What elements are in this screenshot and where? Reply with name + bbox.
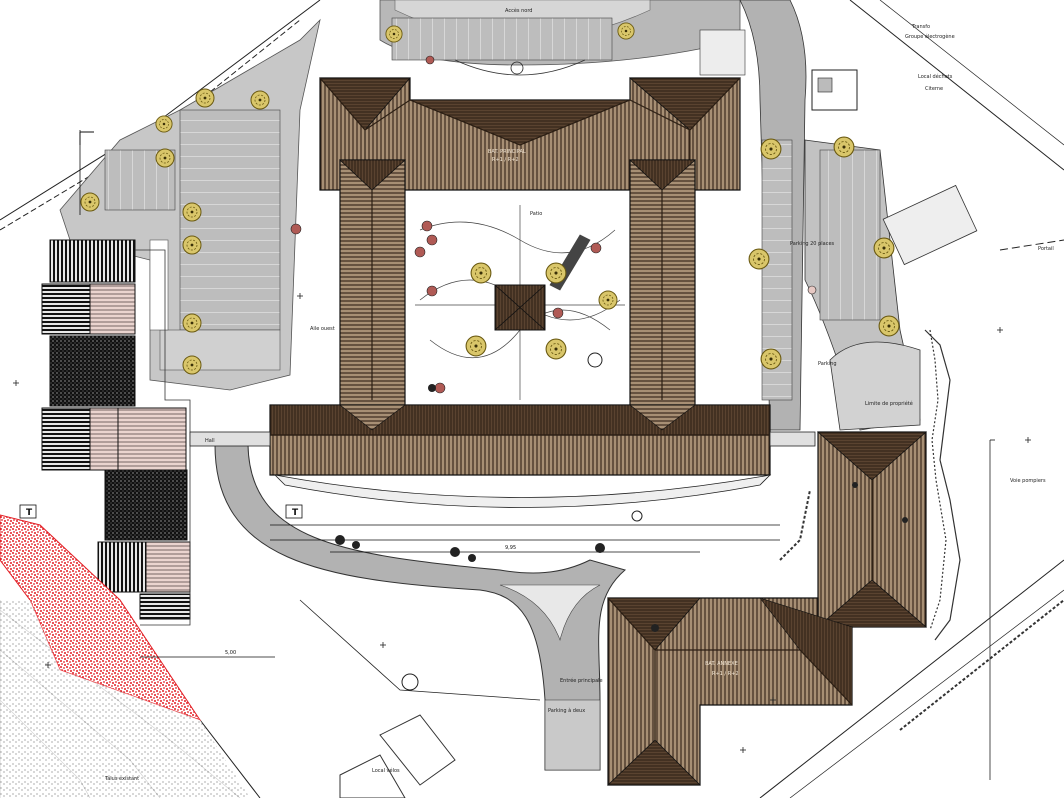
shrub-symbol-icon bbox=[426, 234, 438, 246]
section-marker-center-box bbox=[285, 504, 303, 519]
tree-symbol-icon bbox=[545, 338, 567, 360]
shrub-symbol-icon bbox=[352, 541, 360, 549]
label-north-building: BAT. PRINCIPAL bbox=[488, 149, 526, 155]
shrub-symbol-icon bbox=[595, 543, 605, 553]
shrub-symbol-icon bbox=[401, 673, 419, 691]
tree-symbol-icon bbox=[760, 348, 782, 370]
north-turning-plaza: Accès nord bbox=[379, 0, 746, 76]
label-north-building-2: R+1 / R+2 bbox=[492, 157, 519, 163]
label-parking-right-2: Parking bbox=[818, 361, 837, 367]
tree-symbol-icon bbox=[80, 192, 100, 212]
existing-embankment bbox=[0, 600, 250, 798]
shrubs bbox=[290, 55, 908, 691]
label-main-access: Entrée principale bbox=[560, 677, 603, 684]
shrub-symbol-icon bbox=[468, 554, 476, 562]
west-terraces bbox=[41, 239, 191, 626]
shrub-symbol-icon bbox=[428, 384, 436, 392]
shrub-symbol-icon bbox=[852, 482, 858, 488]
shrub-symbol-icon bbox=[425, 55, 435, 65]
tree-symbol-icon bbox=[760, 138, 782, 160]
tree-symbol-icon bbox=[182, 202, 202, 222]
label-top-right-3: Local déchets bbox=[918, 73, 953, 80]
tree-symbol-icon bbox=[250, 90, 270, 110]
tree-symbol-icon bbox=[182, 313, 202, 333]
shrub-symbol-icon bbox=[290, 223, 302, 235]
label-right-edge-2: Voie pompiers bbox=[1010, 478, 1046, 484]
dimension-1: 5,00 bbox=[225, 650, 236, 656]
label-bottom-box: Local vélos bbox=[372, 767, 400, 774]
dimension-2: 9,95 bbox=[505, 545, 516, 551]
north-arrow-icon bbox=[79, 131, 94, 145]
label-right-edge-1: Portail bbox=[1038, 246, 1054, 252]
tree-symbol-icon bbox=[195, 88, 215, 108]
tree-symbol-icon bbox=[182, 355, 202, 375]
tree-symbol-icon bbox=[748, 248, 770, 270]
shrub-symbol-icon bbox=[651, 624, 659, 632]
shrub-symbol-icon bbox=[587, 352, 603, 368]
tree-symbol-icon bbox=[465, 335, 487, 357]
label-right-edge-3: Limite de propriété bbox=[865, 400, 913, 407]
tree-symbol-icon bbox=[155, 115, 173, 133]
shrub-symbol-icon bbox=[552, 307, 564, 319]
shrub-symbol-icon bbox=[631, 510, 643, 522]
embankment-edges bbox=[779, 329, 1064, 731]
tree-symbol-icon bbox=[155, 148, 175, 168]
survey-points bbox=[13, 293, 1031, 753]
label-nw-hall: Hall bbox=[205, 438, 215, 444]
section-marker-west-box bbox=[19, 504, 37, 519]
tree-symbol-icon bbox=[878, 315, 900, 337]
section-marker-west: T bbox=[26, 508, 33, 518]
shrub-symbol-icon bbox=[450, 547, 460, 557]
section-marker-center: T bbox=[292, 508, 299, 518]
shrub-symbol-icon bbox=[902, 517, 908, 523]
tree-symbol-icon bbox=[545, 262, 567, 284]
shrub-symbol-icon bbox=[434, 382, 446, 394]
tree-symbol-icon bbox=[617, 22, 635, 40]
label-courtyard: Patio bbox=[530, 211, 542, 217]
tree-symbol-icon bbox=[833, 136, 855, 158]
access-road: Entrée principale Parking à deux bbox=[214, 444, 627, 771]
tree-symbol-icon bbox=[598, 290, 618, 310]
label-bottom-left: Talus existant bbox=[104, 776, 139, 782]
tree-symbol-icon bbox=[385, 25, 403, 43]
shrub-symbol-icon bbox=[421, 220, 433, 232]
label-wing: Aile ouest bbox=[310, 326, 335, 332]
label-se-building-2: R+1 / R+2 bbox=[712, 671, 739, 677]
tree-symbol-icon bbox=[470, 262, 492, 284]
label-se-building: BAT. ANNEXE bbox=[705, 661, 738, 667]
label-top-right-2: Groupe électrogène bbox=[905, 33, 955, 40]
label-top-right-4: Citerne bbox=[925, 86, 943, 92]
label-top-right-1: Transfo bbox=[911, 24, 930, 30]
main-building: Patio BAT. PRINCIPAL R+1 / R+2 Hall Aile… bbox=[189, 77, 816, 508]
shrub-symbol-icon bbox=[590, 242, 602, 254]
tree-symbol-icon bbox=[873, 237, 895, 259]
shrub-symbol-icon bbox=[335, 535, 345, 545]
label-top-road: Accès nord bbox=[505, 7, 532, 14]
label-parking-right: Parking 20 places bbox=[790, 241, 835, 247]
shrub-symbol-icon bbox=[414, 246, 426, 258]
tree-symbol-icon bbox=[182, 235, 202, 255]
annex-building: BAT. ANNEXE R+1 / R+2 bbox=[607, 431, 928, 786]
east-road: Transfo Groupe électrogène Local déchets… bbox=[739, 0, 1054, 484]
bike-shelter: Local vélos bbox=[339, 714, 456, 798]
label-parking-south: Parking à deux bbox=[548, 707, 585, 714]
shrub-symbol-icon bbox=[807, 285, 817, 295]
shrub-symbol-icon bbox=[426, 285, 438, 297]
